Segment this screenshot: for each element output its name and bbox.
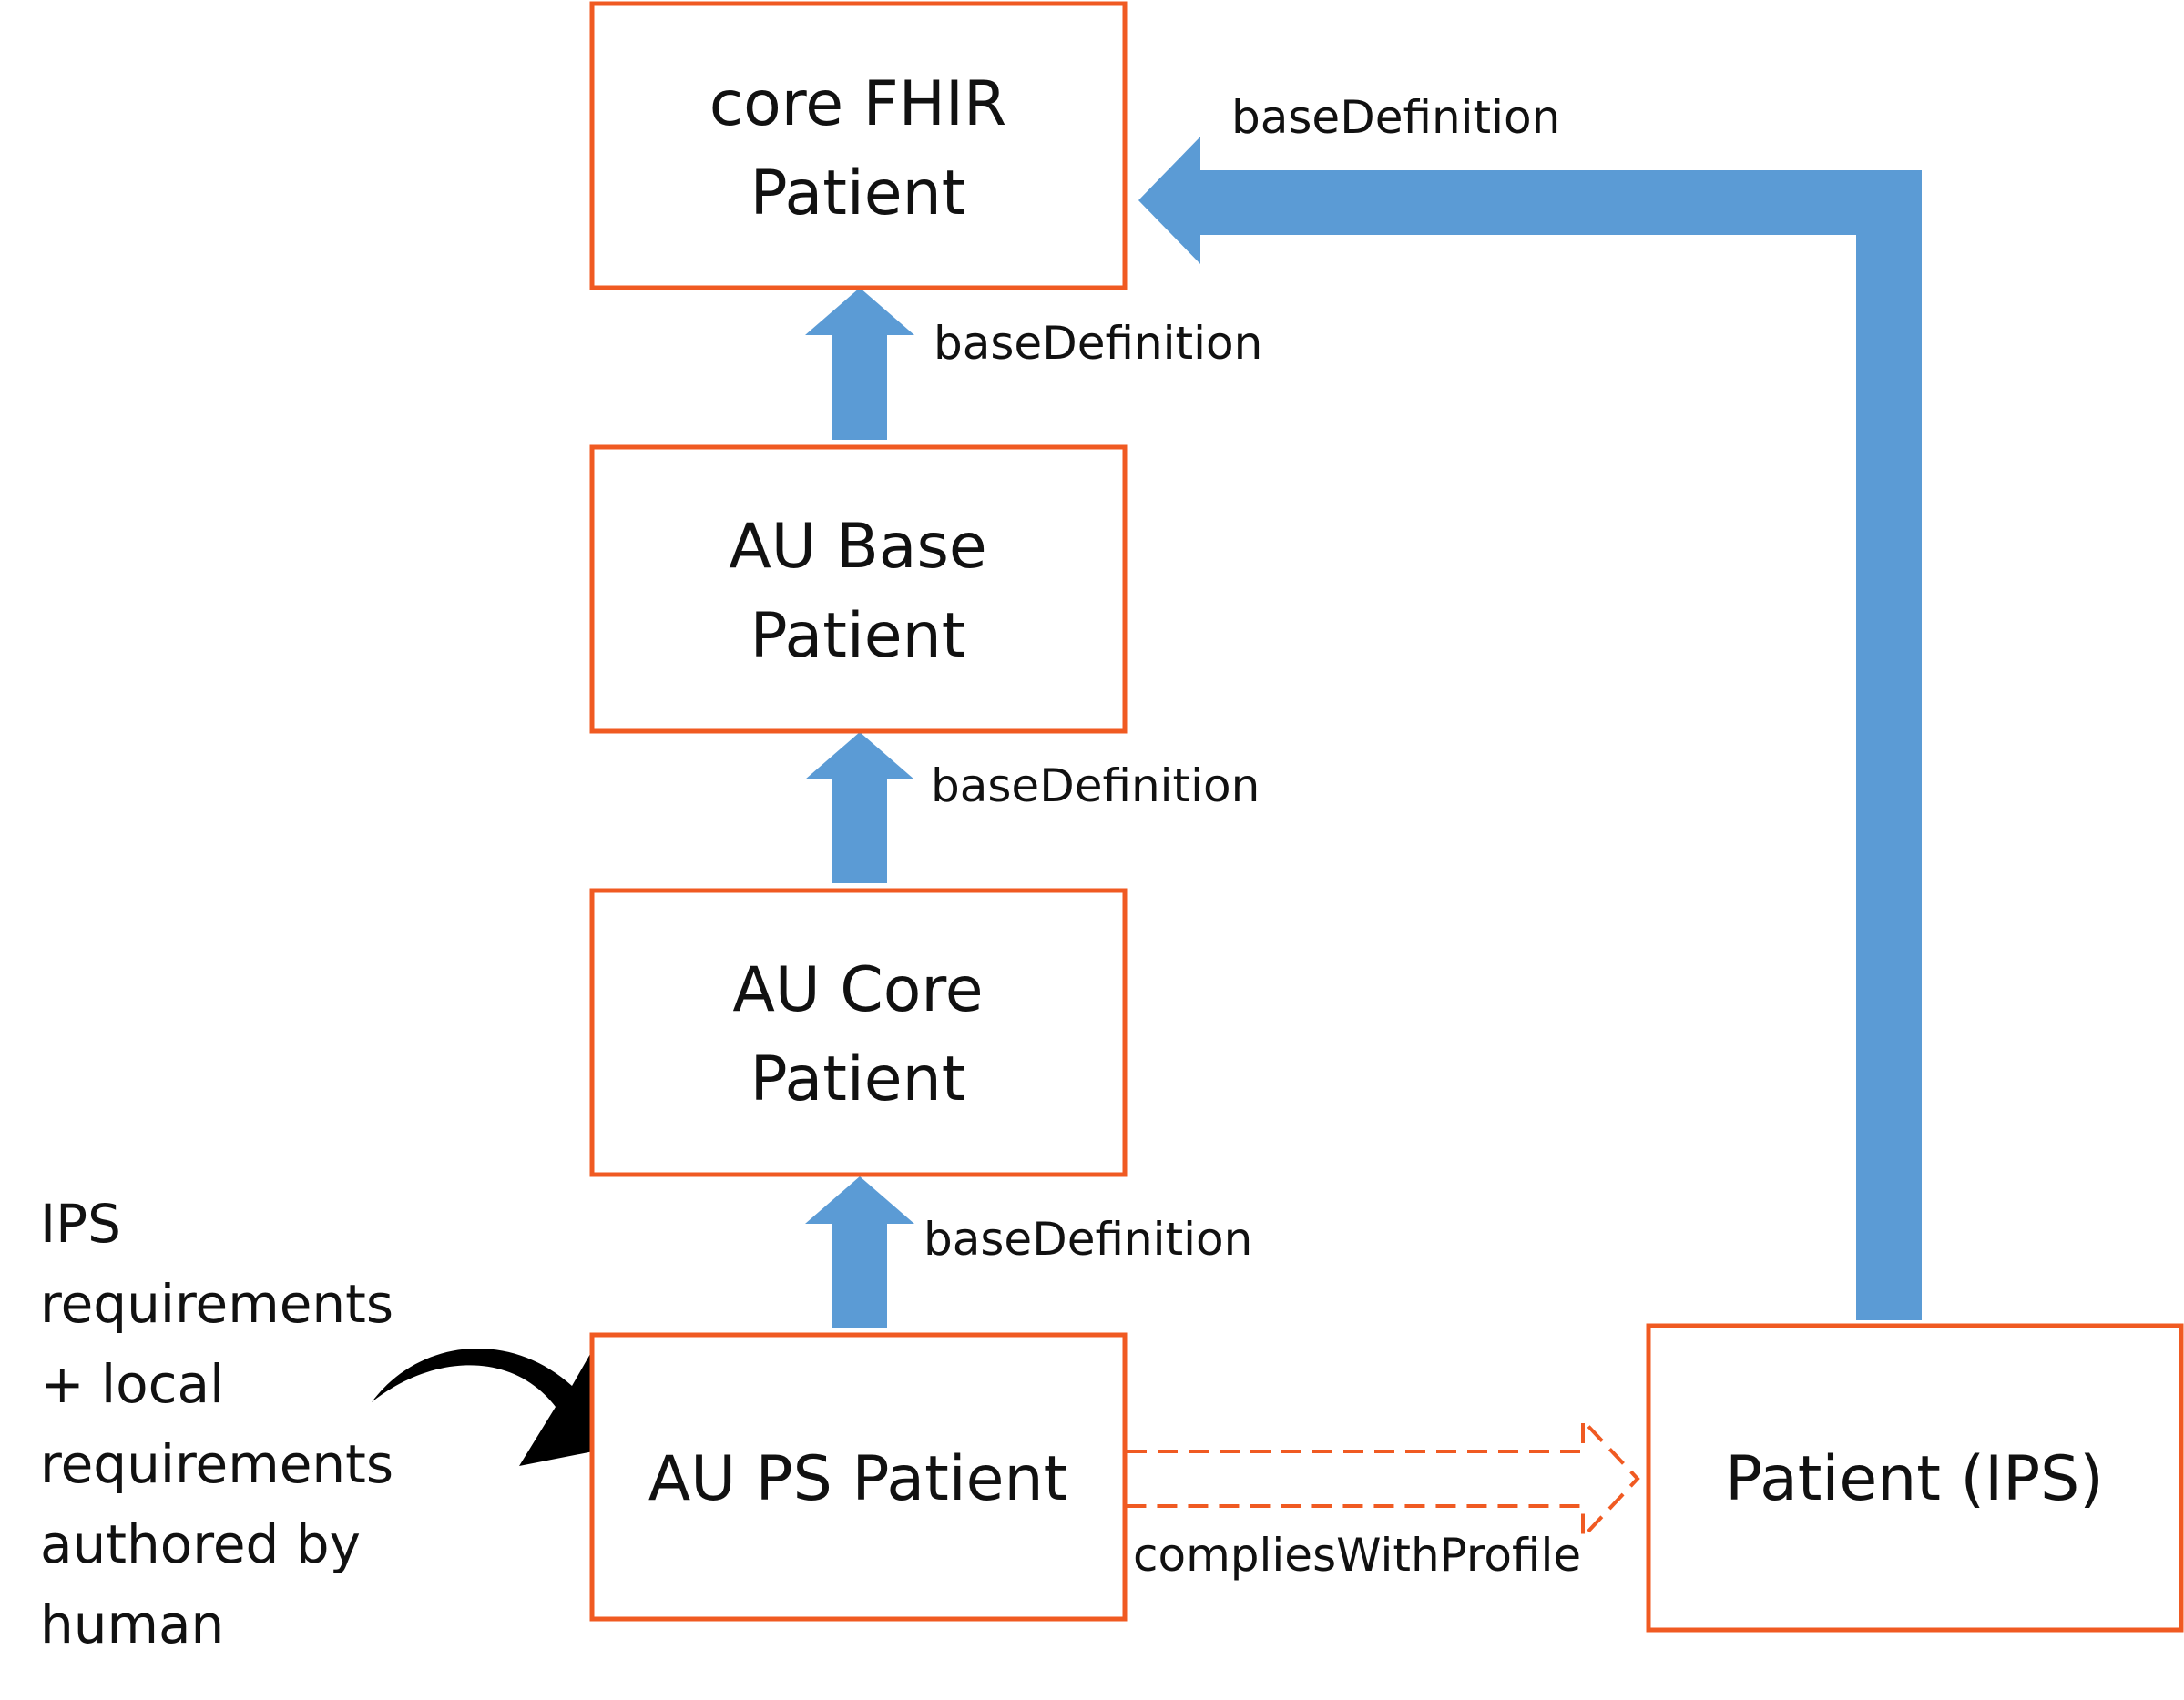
edge-label-au-ps-to-au-core: baseDefinition — [924, 1213, 1252, 1266]
note-line-2: requirements — [40, 1273, 393, 1335]
edge-label-au-core-to-au-base: baseDefinition — [931, 759, 1260, 812]
arrow-au-core-to-au-base — [805, 732, 914, 883]
node-au-ps-patient-label: AU PS Patient — [648, 1443, 1067, 1515]
node-core-fhir-patient-line1: core FHIR — [709, 68, 1006, 140]
node-au-base-patient-line2: Patient — [750, 600, 966, 672]
arrow-au-base-to-core-fhir — [805, 288, 914, 440]
edge-label-au-ps-to-patient-ips: compliesWithProfile — [1133, 1529, 1581, 1582]
node-au-base-patient — [589, 444, 1128, 734]
note-line-6: human — [40, 1593, 224, 1655]
node-au-ps-patient — [589, 1332, 1128, 1622]
node-au-base-patient-line1: AU Base — [729, 511, 987, 583]
arrow-au-ps-to-au-core — [805, 1176, 914, 1328]
note-line-4: requirements — [40, 1433, 393, 1495]
node-au-core-patient-line1: AU Core — [732, 954, 983, 1026]
node-patient-ips — [1646, 1323, 2184, 1633]
note-line-1: IPS — [40, 1193, 121, 1255]
arrow-patient-ips-to-core-fhir — [1138, 137, 1922, 1320]
node-patient-ips-label: Patient (IPS) — [1725, 1443, 2104, 1515]
edge-label-patient-ips-to-core-fhir: baseDefinition — [1231, 91, 1560, 144]
note-line-5: authored by — [40, 1513, 361, 1575]
arrow-human-authoring — [372, 1341, 621, 1466]
note-line-3: + local — [40, 1353, 224, 1415]
node-au-core-patient — [589, 888, 1128, 1177]
arrow-au-ps-to-patient-ips — [1127, 1415, 1640, 1542]
node-core-fhir-patient — [589, 1, 1128, 290]
edge-label-au-base-to-core-fhir: baseDefinition — [934, 317, 1262, 370]
node-core-fhir-patient-line2: Patient — [750, 158, 966, 229]
node-au-core-patient-line2: Patient — [750, 1043, 966, 1115]
